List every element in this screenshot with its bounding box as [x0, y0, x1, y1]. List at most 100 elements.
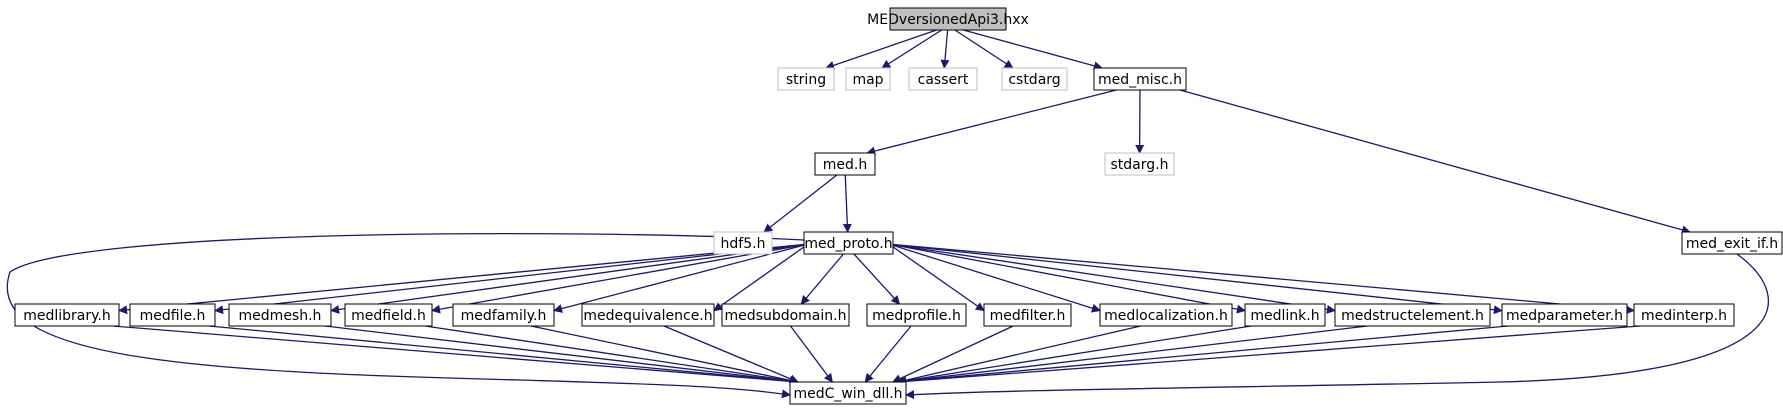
node-med-proto[interactable]: med_proto.h: [803, 231, 894, 255]
node-medlibrary[interactable]: medlibrary.h: [14, 303, 120, 327]
node-label: medlibrary.h: [23, 308, 111, 324]
node-medfamily[interactable]: medfamily.h: [452, 303, 555, 327]
node-label: medsubdomain.h: [725, 308, 847, 324]
edge-med-to-hdf5: [763, 174, 838, 233]
node-med[interactable]: med.h: [814, 152, 876, 176]
node-medinterp[interactable]: medinterp.h: [1633, 303, 1735, 327]
node-box: [777, 67, 835, 91]
edge-medstructelement-to-medC_win_dll: [897, 325, 1368, 386]
node-cassert: cassert: [908, 67, 978, 91]
node-label: cstdarg: [1008, 72, 1060, 88]
node-label: medparameter.h: [1506, 308, 1623, 324]
node-label: medfamily.h: [461, 308, 547, 324]
node-medfield[interactable]: medfield.h: [344, 303, 433, 327]
node-label: medfield.h: [351, 308, 426, 324]
node-box: [789, 381, 907, 405]
node-box: [129, 303, 216, 327]
edge-medlocalization-to-medC_win_dll: [897, 325, 1141, 385]
node-box: [713, 231, 773, 255]
node-medlink[interactable]: medlink.h: [1244, 303, 1326, 327]
node-medC-win-dll[interactable]: medC_win_dll.h: [789, 381, 907, 405]
node-box: [889, 7, 1007, 31]
node-medfilter[interactable]: medfilter.h: [983, 303, 1072, 327]
edge-root-to-med_misc: [963, 29, 1103, 71]
node-medstructelement[interactable]: medstructelement.h: [1334, 303, 1491, 327]
node-root[interactable]: MEDversionedApi3.hxx: [867, 7, 1029, 31]
node-box: [983, 303, 1072, 327]
edge-medfilter-to-medC_win_dll: [892, 325, 1014, 383]
edge-med-to-med_proto: [842, 174, 852, 233]
node-string: string: [777, 67, 835, 91]
edge-med_proto-to-medparameter: [888, 243, 1503, 315]
edge-med_proto-to-medprofile: [853, 253, 901, 305]
node-label: med.h: [823, 157, 867, 173]
node-box: [866, 303, 967, 327]
edge-med_proto-to-medinterp: [888, 243, 1635, 315]
edge-medlink-to-medC_win_dll: [897, 325, 1252, 386]
edge-root-to-cstdarg: [954, 29, 1014, 69]
node-label: cassert: [918, 72, 969, 88]
node-label: medequivalence.h: [583, 308, 712, 324]
edge-medfile-to-medC_win_dll: [208, 325, 799, 386]
node-box: [1001, 67, 1068, 91]
node-med-misc[interactable]: med_misc.h: [1093, 67, 1187, 91]
edge-med_proto-to-medfamily: [553, 243, 809, 313]
node-box: [908, 67, 978, 91]
node-label: stdarg.h: [1111, 157, 1169, 173]
node-label: map: [852, 72, 883, 88]
node-box: [344, 303, 433, 327]
node-box: [1501, 303, 1628, 327]
node-medsubdomain[interactable]: medsubdomain.h: [721, 303, 850, 327]
node-stdarg: stdarg.h: [1104, 152, 1175, 176]
node-box: [814, 152, 876, 176]
node-label: medprofile.h: [872, 308, 961, 324]
node-label: hdf5.h: [721, 236, 766, 252]
edge-med_proto-to-medfile: [214, 243, 809, 315]
edge-medinterp-to-medC_win_dll: [897, 325, 1641, 386]
node-label: medlink.h: [1250, 308, 1319, 324]
node-med-exit-if[interactable]: med_exit_if.h: [1681, 231, 1783, 255]
node-medparameter[interactable]: medparameter.h: [1501, 303, 1628, 327]
node-label: med_exit_if.h: [1686, 236, 1778, 252]
edge-med_proto-to-medlibrary: [118, 243, 809, 315]
node-box: [845, 67, 891, 91]
node-box: [14, 303, 120, 327]
node-label: medlocalization.h: [1104, 308, 1228, 324]
edge-med_proto-to-medC_win_dll: [6, 232, 805, 399]
node-medfile[interactable]: medfile.h: [129, 303, 216, 327]
node-medprofile[interactable]: medprofile.h: [866, 303, 967, 327]
edge-med_proto-to-medfilter: [888, 243, 985, 312]
node-medlocalization[interactable]: medlocalization.h: [1099, 303, 1233, 327]
node-box: [1099, 303, 1233, 327]
edge-root-to-map: [881, 29, 942, 69]
node-medmesh[interactable]: medmesh.h: [228, 303, 332, 327]
node-box: [1104, 152, 1175, 176]
edge-medfamily-to-medC_win_dll: [530, 325, 799, 385]
node-label: med_proto.h: [804, 236, 892, 252]
edge-med_proto-to-medmesh: [330, 243, 809, 314]
node-map: map: [845, 67, 891, 91]
node-label: string: [786, 72, 826, 88]
edge-med_proto-to-medlocalization: [888, 243, 1101, 313]
edge-root-to-cassert: [940, 29, 950, 69]
node-box: [452, 303, 555, 327]
edge-medequivalence-to-medC_win_dll: [663, 325, 799, 384]
node-label: medC_win_dll.h: [793, 386, 902, 402]
edge-medlibrary-to-medC_win_dll: [112, 325, 799, 386]
node-medequivalence[interactable]: medequivalence.h: [581, 303, 715, 327]
edge-medprofile-to-medC_win_dll: [864, 325, 912, 383]
edge-medfield-to-medC_win_dll: [425, 325, 799, 386]
node-label: MEDversionedApi3.hxx: [867, 12, 1029, 28]
node-box: [1093, 67, 1187, 91]
edge-medparameter-to-medC_win_dll: [897, 325, 1509, 386]
edge-root-to-string: [825, 29, 937, 70]
node-box: [1244, 303, 1326, 327]
node-box: [1334, 303, 1491, 327]
node-box: [1633, 303, 1735, 327]
edges-layer: [6, 29, 1769, 400]
node-label: medmesh.h: [239, 308, 322, 324]
edge-med_proto-to-medlink: [888, 243, 1246, 314]
node-label: medfile.h: [140, 308, 206, 324]
edge-med_misc-to-med: [866, 89, 1117, 156]
